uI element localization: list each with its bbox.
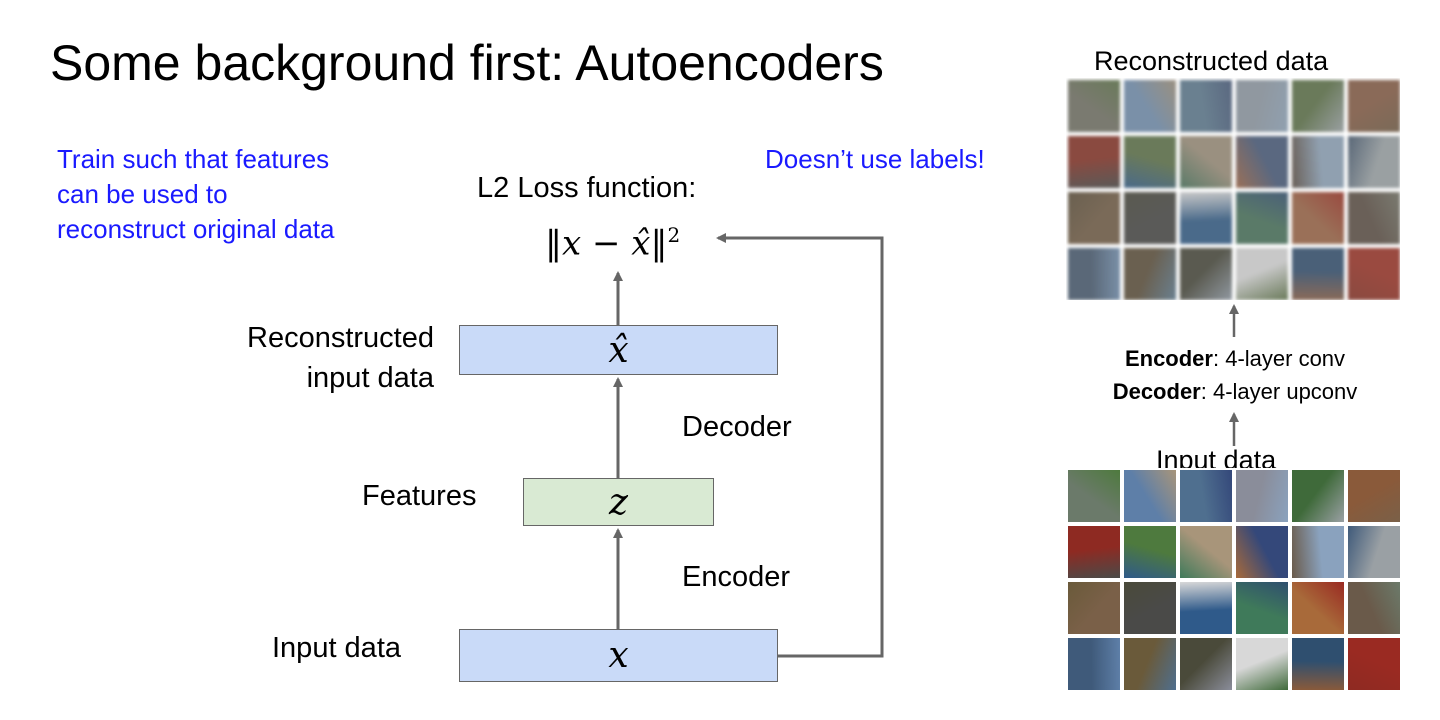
reconstructed-thumbnail [1180, 192, 1232, 244]
loss-formula-exponent: 2 [667, 223, 681, 247]
input-thumbnail [1068, 582, 1120, 634]
reconstructed-thumbnail [1236, 136, 1288, 188]
input-thumbnail [1292, 470, 1344, 522]
reconstructed-thumbnail [1236, 80, 1288, 132]
input-thumbnail [1292, 526, 1344, 578]
decoder-label: Decoder [682, 411, 792, 443]
reconstructed-thumbnail [1292, 248, 1344, 300]
training-note-line: reconstruct original data [57, 214, 335, 244]
input-thumbnail [1180, 638, 1232, 690]
reconstructed-thumbnail [1292, 136, 1344, 188]
input-thumbnail [1068, 470, 1120, 522]
encoder-label: Encoder [682, 561, 791, 593]
reconstructed-thumbnail [1180, 80, 1232, 132]
reconstructed-input-label: Reconstructed input data [202, 318, 434, 398]
reconstructed-thumbnail [1236, 192, 1288, 244]
loss-function-label: L2 Loss function: [477, 172, 697, 204]
loss-formula-main: ‖x − x̂‖ [545, 223, 668, 264]
reconstructed-thumbnail [1124, 192, 1176, 244]
input-thumbnail [1236, 470, 1288, 522]
reconstructed-thumbnail [1180, 136, 1232, 188]
input-image-grid-frame [1066, 468, 1400, 690]
reconstructed-thumbnail [1068, 136, 1120, 188]
reconstructed-thumbnail [1180, 248, 1232, 300]
no-labels-note: Doesn’t use labels! [765, 144, 985, 174]
input-thumbnail [1236, 582, 1288, 634]
input-thumbnail [1124, 470, 1176, 522]
reconstructed-thumbnail [1124, 136, 1176, 188]
input-thumbnail [1236, 638, 1288, 690]
input-thumbnail [1348, 526, 1400, 578]
reconstructed-thumbnail [1348, 80, 1400, 132]
input-thumbnail [1124, 638, 1176, 690]
features-box: z [523, 478, 714, 526]
training-note: Train such that features can be used to … [57, 142, 334, 247]
features-label: Features [362, 480, 477, 512]
input-thumbnail [1292, 638, 1344, 690]
reconstructed-thumbnail [1236, 248, 1288, 300]
reconstructed-input-label-line: input data [306, 362, 434, 394]
input-thumbnail [1348, 470, 1400, 522]
reconstructed-data-box: x̂ [459, 325, 778, 375]
reconstructed-input-label-line: Reconstructed [247, 322, 434, 354]
input-data-label: Input data [272, 632, 401, 664]
decoder-description-text: : 4-layer upconv [1200, 379, 1358, 404]
input-data-box: x [459, 629, 778, 682]
reconstructed-thumbnail [1124, 80, 1176, 132]
reconstructed-thumbnail [1124, 248, 1176, 300]
input-thumbnail [1180, 526, 1232, 578]
input-image-grid [1068, 470, 1400, 690]
decoder-description: Decoder: 4-layer upconv [1070, 375, 1400, 408]
input-thumbnail [1292, 582, 1344, 634]
reconstructed-image-grid [1068, 80, 1400, 300]
training-note-line: can be used to [57, 179, 228, 209]
reconstructed-thumbnail [1348, 136, 1400, 188]
reconstructed-thumbnail [1292, 192, 1344, 244]
reconstructed-thumbnail [1068, 192, 1120, 244]
reconstructed-thumbnail [1348, 248, 1400, 300]
loss-formula: ‖x − x̂‖2 [545, 223, 680, 263]
reconstructed-thumbnail [1292, 80, 1344, 132]
input-thumbnail [1348, 638, 1400, 690]
training-note-line: Train such that features [57, 144, 330, 174]
encoder-description: Encoder: 4-layer conv [1070, 342, 1400, 375]
input-thumbnail [1124, 582, 1176, 634]
arrow-input-to-loss [716, 233, 884, 658]
input-thumbnail [1348, 582, 1400, 634]
input-thumbnail [1236, 526, 1288, 578]
reconstructed-data-title: Reconstructed data [1094, 46, 1329, 76]
decoder-description-bold: Decoder [1112, 379, 1201, 404]
reconstructed-thumbnail [1348, 192, 1400, 244]
encoder-description-bold: Encoder [1124, 346, 1213, 371]
architecture-description: Encoder: 4-layer conv Decoder: 4-layer u… [1070, 342, 1400, 408]
reconstructed-image-grid-frame [1066, 78, 1400, 300]
input-thumbnail [1124, 526, 1176, 578]
reconstructed-thumbnail [1068, 80, 1120, 132]
input-thumbnail [1068, 526, 1120, 578]
slide-title: Some background first: Autoencoders [50, 35, 884, 91]
input-thumbnail [1180, 470, 1232, 522]
encoder-description-text: : 4-layer conv [1212, 346, 1346, 371]
input-thumbnail [1068, 638, 1120, 690]
reconstructed-thumbnail [1068, 248, 1120, 300]
input-thumbnail [1180, 582, 1232, 634]
